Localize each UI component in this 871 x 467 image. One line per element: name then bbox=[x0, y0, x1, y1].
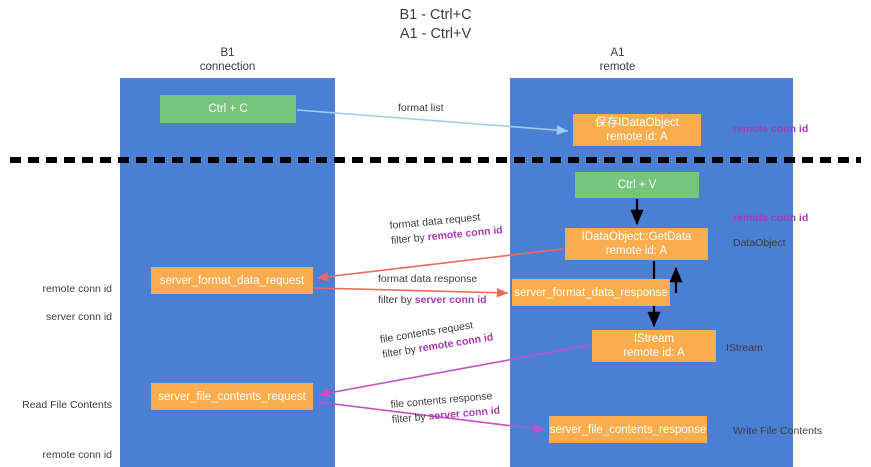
node-ctrl-v[interactable]: Ctrl + V bbox=[575, 172, 699, 198]
annotation-istream: IStream bbox=[726, 342, 763, 354]
node-ctrl-c[interactable]: Ctrl + C bbox=[160, 95, 296, 123]
node-save-idataobject[interactable]: 保存IDataObject remote id: A bbox=[573, 114, 701, 146]
edge-label-format-data-request: format data request filter by remote con… bbox=[389, 208, 503, 249]
annotation-read-file-contents: Read File Contents bbox=[22, 399, 112, 411]
node-server-file-contents-request[interactable]: server_file_contents_request bbox=[151, 383, 313, 410]
node-idataobject-getdata[interactable]: IDataObject::GetData remote id: A bbox=[565, 228, 708, 260]
annotation-group-file-keys: Read File Contents remote conn id server… bbox=[0, 384, 112, 467]
node-server-format-data-request[interactable]: server_format_data_request bbox=[151, 267, 313, 294]
filter-prefix: filter by bbox=[391, 410, 430, 426]
annotation-dataobject: DataObject bbox=[733, 237, 786, 249]
node-istream[interactable]: IStream remote id: A bbox=[592, 330, 716, 362]
diagram-title: B1 - Ctrl+C A1 - Ctrl+V bbox=[399, 7, 472, 42]
edge-label-file-contents-request: file contents request filter by remote c… bbox=[379, 315, 494, 362]
edge-label-format-list: format list bbox=[398, 102, 444, 114]
filter-key: server conn id bbox=[414, 294, 487, 306]
node-server-format-data-response[interactable]: server_format_data_response bbox=[512, 279, 670, 306]
annotation-remote-conn-id-top: remote conn id bbox=[733, 123, 809, 135]
node-server-file-contents-response[interactable]: server_file_contents_response bbox=[549, 416, 707, 443]
filter-prefix: filter by bbox=[390, 231, 429, 247]
filter-prefix: filter by bbox=[378, 294, 415, 306]
edge-label-line-primary: format data response bbox=[378, 273, 478, 285]
edge-label-line-filter: filter by server conn id bbox=[378, 293, 487, 308]
annotation-remote-conn-id-mid: remote conn id bbox=[733, 212, 809, 224]
edge-label-file-contents-response: file contents response filter by server … bbox=[390, 389, 501, 428]
annotation-remote-conn-id: remote conn id bbox=[42, 283, 112, 295]
edge-label-format-data-response: format data response filter by server co… bbox=[378, 272, 487, 308]
annotation-group-format-keys: remote conn id server conn id bbox=[0, 268, 112, 338]
swimlane-header-a1: A1 remote bbox=[599, 47, 636, 73]
annotation-remote-conn-id: remote conn id bbox=[42, 449, 112, 461]
swimlane-header-b1: B1 connection bbox=[199, 47, 256, 73]
annotation-server-conn-id: server conn id bbox=[46, 311, 112, 323]
annotation-write-file-contents: Write File Contents bbox=[733, 425, 823, 437]
